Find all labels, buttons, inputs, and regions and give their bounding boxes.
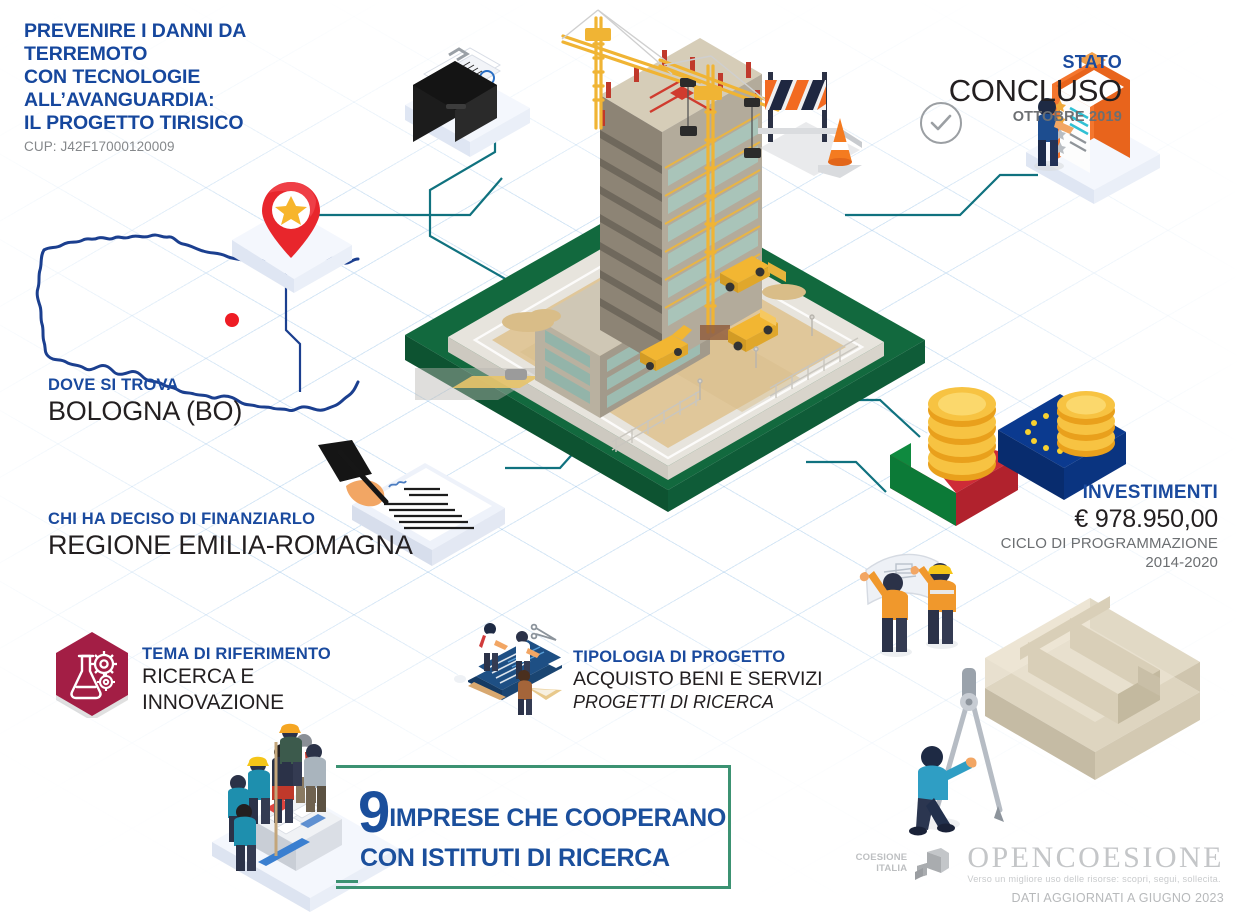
project-type-detail: PROGETTI DI RICERCA — [573, 692, 775, 712]
coesione-line-2: ITALIA — [876, 863, 908, 874]
companies-line-1: IMPRESE CHE COOPERANO — [389, 804, 727, 832]
check-circle-icon — [920, 102, 962, 144]
status-label: STATO — [1062, 52, 1122, 72]
investment-block: INVESTIMENTI € 978.950,00 CICLO DI PROGR… — [888, 482, 1219, 572]
cooperating-companies-box — [336, 765, 731, 889]
investment-label: INVESTIMENTI — [1082, 482, 1218, 503]
status-date: OTTOBRE 2019 — [1012, 109, 1122, 125]
theme-block: TEMA DI RIFERIMENTO RICERCA E INNOVAZION… — [142, 645, 331, 716]
status-value: CONCLUSO — [948, 73, 1123, 108]
theme-value-line-1: RICERCA E — [142, 665, 255, 688]
project-type-block: TIPOLOGIA DI PROGETTO ACQUISTO BENI E SE… — [573, 648, 823, 714]
funder-block: CHI HA DECISO DI FINANZIARLO REGIONE EMI… — [48, 510, 413, 562]
investment-cycle-label: CICLO DI PROGRAMMAZIONE — [1000, 535, 1218, 552]
opencoesione-logo: OPENCOESIONE Verso un migliore uso delle… — [967, 842, 1224, 884]
funder-label: CHI HA DECISO DI FINANZIARLO — [48, 510, 316, 528]
investment-cycle-years: 2014-2020 — [1145, 554, 1218, 571]
title-line-3: IL PROGETTO TIRISICO — [24, 112, 244, 134]
status-block: STATO CONCLUSO OTTOBRE 2019 — [862, 52, 1123, 125]
bologna-dot — [225, 313, 239, 327]
title-line-2: CON TECNOLOGIE ALL’AVANGUARDIA: — [24, 66, 215, 111]
cup-code: CUP: J42F17000120009 — [24, 139, 175, 154]
flask-gear-hexagon-icon — [56, 632, 128, 718]
coesione-cube-icon — [915, 848, 950, 880]
title-line-1: PREVENIRE I DANNI DA TERREMOTO — [24, 20, 246, 65]
location-value: BOLOGNA (BO) — [48, 396, 243, 426]
opencoesione-wordmark: OPENCOESIONE — [967, 841, 1224, 874]
cooperating-companies-text: 9IMPRESE CHE COOPERANO CON ISTITUTI DI R… — [358, 784, 758, 873]
opencoesione-tagline: Verso un migliore uso delle risorse: sco… — [967, 874, 1221, 884]
companies-line-2: CON ISTITUTI DI RICERCA — [360, 844, 670, 872]
data-updated-label: DATI AGGIORNATI A GIUGNO 2023 — [1011, 891, 1224, 905]
location-block: DOVE SI TROVA BOLOGNA (BO) — [48, 376, 242, 428]
companies-box-bottom-stub — [336, 880, 358, 883]
location-label: DOVE SI TROVA — [48, 376, 179, 394]
page-title: PREVENIRE I DANNI DA TERREMOTO CON TECNO… — [24, 20, 364, 154]
investment-amount: € 978.950,00 — [1074, 505, 1218, 533]
companies-box-top-stub — [336, 765, 358, 768]
funder-value: REGIONE EMILIA-ROMAGNA — [48, 530, 413, 560]
theme-value-line-2: INNOVAZIONE — [142, 691, 285, 714]
project-type-value: ACQUISTO BENI E SERVIZI — [573, 668, 823, 690]
project-type-label: TIPOLOGIA DI PROGETTO — [573, 648, 786, 666]
theme-label: TEMA DI RIFERIMENTO — [142, 645, 331, 663]
footer: COESIONE ITALIA OPENCOESIONE Verso un mi… — [856, 842, 1224, 905]
coesione-line-1: COESIONE — [855, 852, 908, 863]
companies-count: 9 — [358, 780, 390, 845]
coesione-italia-logo: COESIONE ITALIA — [856, 846, 954, 880]
